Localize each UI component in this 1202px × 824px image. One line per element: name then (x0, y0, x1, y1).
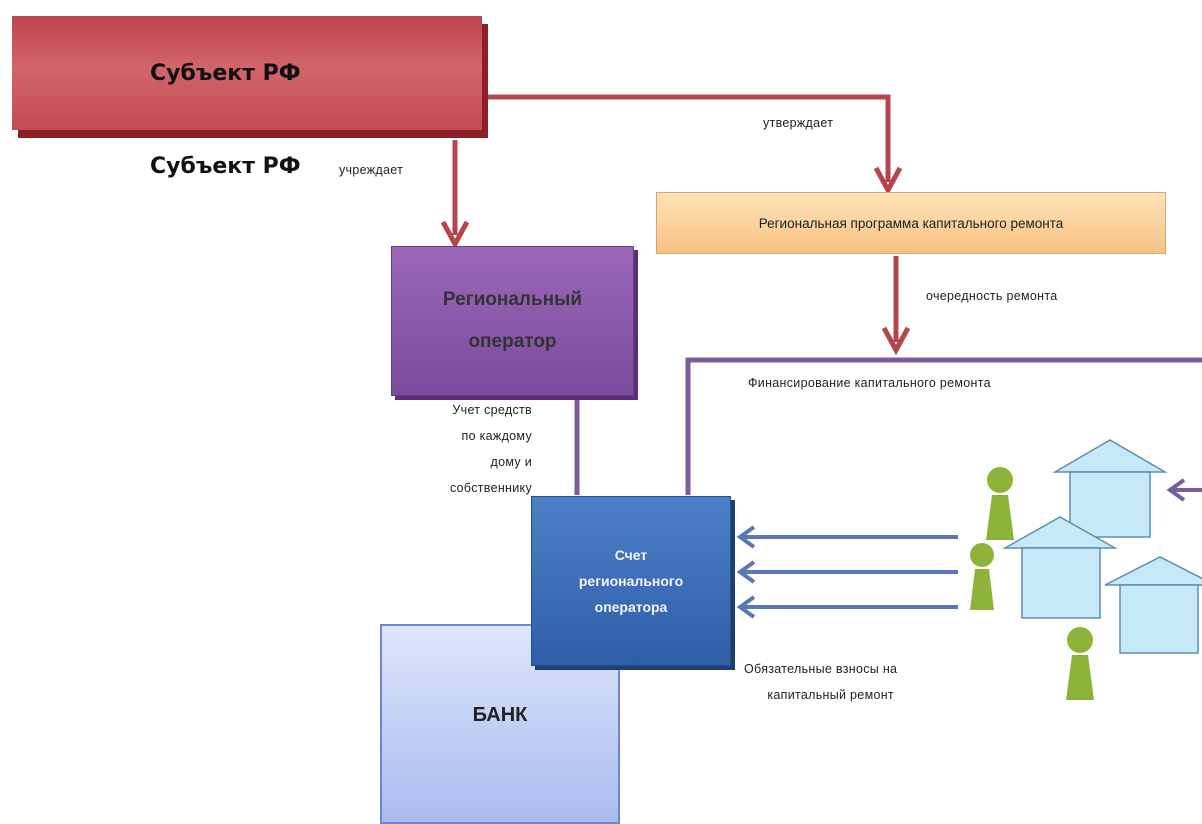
incoming-arrow (1166, 478, 1202, 502)
person-icon (986, 467, 1014, 540)
accounting-text: Учет средств по каждому дому и собственн… (390, 397, 532, 501)
financing-label: Финансирование капитального ремонта (748, 376, 991, 390)
financing-connector (685, 357, 1202, 495)
operator-account-box: Счет регионального оператора (531, 496, 731, 666)
regional-program-box: Региональная программа капитального ремо… (656, 192, 1166, 254)
approves-connector (482, 94, 891, 182)
subject-rf-box: Субъект РФ (12, 16, 482, 130)
subject-rf-repeat-label: Субъект РФ (150, 154, 301, 179)
bank-box: БАНК (380, 624, 620, 824)
repair-order-label: очередность ремонта (926, 289, 1058, 303)
operator-line-2: оператор (468, 331, 557, 352)
accounting-line-4: собственнику (449, 481, 532, 495)
operator-line-1: Региональный (442, 289, 583, 310)
establishes-label: учреждает (339, 163, 404, 177)
contributions-line-1: Обязательные взносы на (744, 662, 898, 676)
contributions-text: Обязательные взносы на капитальный ремон… (744, 656, 897, 708)
account-line-1: Счет (614, 547, 648, 563)
accounting-line-3: дому и (490, 455, 532, 469)
person-icon (970, 543, 994, 610)
approves-label: утверждает (763, 116, 834, 130)
establishes-arrowhead (440, 220, 470, 250)
contribution-arrows (736, 525, 958, 619)
contributions-line-2: капитальный ремонт (767, 688, 894, 702)
regional-program-label: Региональная программа капитального ремо… (758, 215, 1064, 231)
people-group (970, 467, 1094, 700)
accounting-line-1: Учет средств (452, 403, 532, 417)
house-icon (1002, 516, 1118, 619)
approves-arrowhead (873, 166, 903, 196)
houses-group (1002, 439, 1202, 654)
regional-operator-box: Региональный оператор (391, 246, 634, 396)
account-line-3: оператора (594, 599, 668, 615)
accounting-line-2: по каждому (461, 429, 532, 443)
account-line-2: регионального (578, 573, 684, 589)
house-icon (1052, 439, 1168, 538)
repair-order-arrowhead (881, 326, 911, 356)
person-icon (1066, 627, 1094, 700)
bank-label: БАНК (472, 704, 528, 726)
subject-rf-label: Субъект РФ (150, 60, 301, 86)
house-icon (1104, 556, 1202, 654)
